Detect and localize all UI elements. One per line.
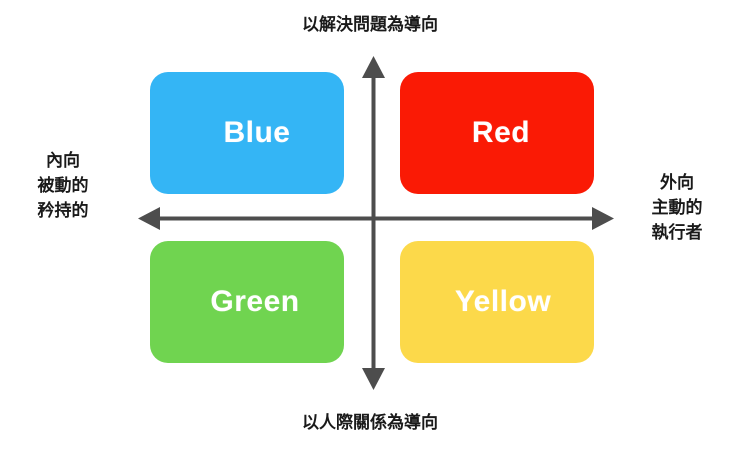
quadrant-red-label: Red bbox=[471, 116, 531, 149]
axis-label-bottom: 以人際關係為導向 bbox=[302, 413, 438, 432]
axis-label-left-line-1: 內向 bbox=[46, 151, 80, 170]
axis-label-left-line-3: 矜持的 bbox=[37, 201, 89, 220]
axis-label-right: 外向 主動的 執行者 bbox=[622, 170, 732, 245]
axis-label-right-line-2: 主動的 bbox=[651, 198, 703, 217]
axis-label-left-line-2: 被動的 bbox=[37, 176, 89, 195]
axis-label-top: 以解決問題為導向 bbox=[302, 15, 438, 34]
axis-label-right-line-3: 執行者 bbox=[651, 223, 703, 242]
quadrant-green[interactable]: Green bbox=[150, 241, 344, 363]
quadrant-blue-label: Blue bbox=[223, 116, 291, 149]
axis-label-left: 內向 被動的 矜持的 bbox=[8, 148, 118, 223]
horizontal-axis-arrow bbox=[138, 207, 614, 230]
vertical-axis-arrow bbox=[362, 56, 385, 390]
quadrant-green-label: Green bbox=[210, 285, 300, 318]
quadrant-blue[interactable]: Blue bbox=[150, 72, 344, 194]
axis-label-right-line-1: 外向 bbox=[660, 173, 694, 192]
quadrant-yellow[interactable]: Yellow bbox=[400, 241, 594, 363]
quadrant-red[interactable]: Red bbox=[400, 72, 594, 194]
quadrant-yellow-label: Yellow bbox=[454, 285, 552, 318]
